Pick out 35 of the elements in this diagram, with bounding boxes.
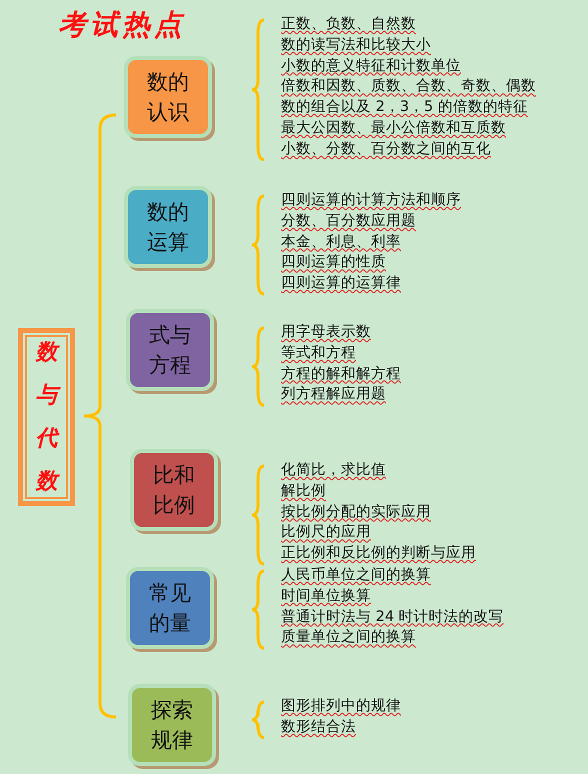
topic-item: 比例尺的应用 — [281, 522, 371, 542]
topic-item: 数形结合法 — [281, 718, 356, 737]
category-box: 探索规律 — [128, 684, 216, 766]
topic-item: 小数的意义特征和计数单位 — [281, 56, 461, 76]
topic-item: 解比例 — [281, 482, 326, 501]
category-box: 比和比例 — [130, 449, 218, 531]
topic-item: 用字母表示数 — [281, 322, 371, 342]
category-box: 式与方程 — [126, 309, 214, 391]
title: 考试热点 — [58, 7, 186, 43]
topic-item: 正数、负数、自然数 — [281, 15, 416, 34]
topic-item: 图形排列中的规律 — [281, 697, 401, 716]
topic-item: 人民币单位之间的换算 — [281, 566, 431, 585]
root-topic-box: 数与代数 — [18, 328, 75, 506]
topic-item: 数的组合以及 2，3，5 的倍数的特征 — [281, 98, 528, 118]
category-box: 常见的量 — [126, 567, 214, 649]
category-box: 数的运算 — [124, 186, 212, 268]
topic-item: 方程的解和解方程 — [281, 364, 401, 384]
topic-item: 列方程解应用题 — [281, 384, 386, 404]
topic-item: 等式和方程 — [281, 344, 356, 363]
topic-item: 化简比，求比值 — [281, 461, 386, 480]
topic-item: 普通计时法与 24 时计时法的改写 — [281, 608, 504, 627]
topic-item: 倍数和因数、质数、合数、奇数、偶数 — [281, 77, 536, 96]
category-box: 数的认识 — [124, 56, 212, 138]
topic-item: 最大公因数、最小公倍数和互质数 — [281, 118, 506, 138]
topic-item: 按比例分配的实际应用 — [281, 502, 431, 522]
topic-item: 四则运算的计算方法和顺序 — [281, 190, 461, 210]
topic-item: 四则运算的性质 — [281, 253, 386, 272]
topic-item: 小数、分数、百分数之间的互化 — [281, 140, 491, 159]
topic-item: 正比例和反比例的判断与应用 — [281, 544, 476, 564]
topic-item: 时间单位换算 — [281, 586, 371, 606]
topic-item: 数的读写法和比较大小 — [281, 36, 431, 55]
topic-item: 四则运算的运算律 — [281, 274, 401, 294]
topic-item: 分数、百分数应用题 — [281, 212, 416, 231]
topic-item: 本金、利息、利率 — [281, 232, 401, 252]
topic-item: 质量单位之间的换算 — [281, 628, 416, 648]
